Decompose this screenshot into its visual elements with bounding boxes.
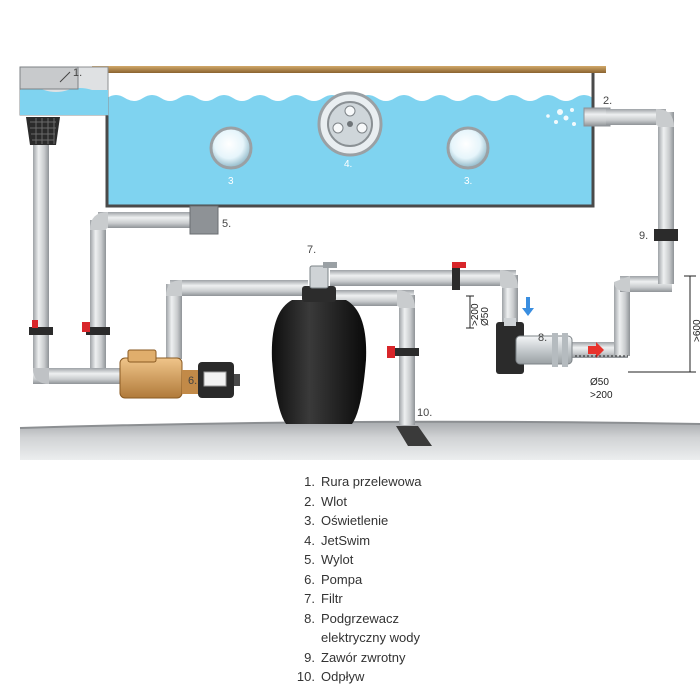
legend-item-text: Oświetlenie — [321, 513, 389, 528]
legend-item: 4. JetSwim — [296, 531, 461, 551]
pipe-elbow-outlet — [90, 212, 108, 230]
legend-item-text: Zawór zwrotny — [321, 649, 406, 665]
pump — [119, 349, 240, 399]
outlet-fitting — [189, 205, 219, 235]
pipe-elbow-heater — [500, 270, 518, 288]
flow-arrow-down — [522, 297, 534, 316]
dim-length-left: >200 — [470, 303, 481, 326]
ground-slab — [20, 421, 700, 460]
pipe-outlet-horizontal — [98, 212, 210, 228]
legend-item-number: 7. — [304, 591, 315, 606]
callout-2: 2. — [603, 95, 612, 107]
callout-1: 1. — [73, 67, 82, 79]
pipe-return-up — [614, 282, 630, 356]
pipe-elbow-left-bottom — [33, 368, 49, 384]
callout-9: 9. — [639, 230, 648, 242]
pipe-filter-to-heater — [330, 270, 516, 286]
dim-diameter-right: Ø50 — [590, 377, 609, 388]
pool-wall — [105, 73, 595, 208]
ground-edge — [19, 420, 700, 429]
legend-item-text: Filtr — [321, 591, 343, 606]
pipe-return-riser — [658, 112, 674, 284]
pool-light-right — [446, 126, 490, 170]
pipe-elbow-inlet — [656, 109, 674, 127]
valve-overflow-line — [29, 320, 53, 335]
dim-height: >600 — [692, 319, 700, 342]
jetswim-nozzle-right — [356, 122, 368, 134]
jetswim-nozzle-left — [332, 122, 344, 134]
legend-item: 5. Wylot — [296, 550, 461, 570]
legend-item-text: Wylot — [321, 552, 354, 567]
pipe-pump-up — [166, 284, 182, 359]
pool-circulation-diagram: 1. 2. 3 3. 4. 5. 6. 7. 8. 9. 10. Ø50 >20… — [19, 66, 700, 460]
callout-10: 10. — [417, 407, 432, 419]
legend-item-number: 1. — [304, 474, 315, 489]
legend-item: 3. Oświetlenie — [296, 511, 461, 531]
pipe-outlet-down — [90, 220, 106, 377]
legend-item: 6. Pompa — [296, 570, 461, 590]
legend-item-text: Wlot — [321, 493, 347, 509]
pipe-to-filter-top — [170, 280, 308, 296]
overflow-basket — [26, 117, 60, 145]
legend-item-number: 10. — [296, 669, 315, 684]
valve-filter-heater — [452, 262, 466, 290]
pipe-elbow-return — [614, 276, 630, 292]
valve-outlet-line — [82, 322, 110, 335]
legend-item-number: 9. — [304, 649, 315, 665]
sand-filter — [271, 262, 367, 424]
electric-heater — [496, 318, 573, 374]
legend-item-text: Podgrzewacz elektryczny wody — [321, 610, 420, 646]
pipe-drain-down — [399, 295, 415, 425]
callout-3-left: 3 — [228, 176, 234, 187]
valve-drain-line — [387, 346, 419, 358]
legend-item: 9. Zawór zwrotny — [296, 648, 461, 668]
pipe-bottom-collector — [33, 368, 143, 384]
jetswim-center — [347, 121, 353, 127]
pipe-overflow-down — [33, 145, 49, 377]
jetswim-nozzle-top — [344, 105, 356, 117]
callout-7: 7. — [307, 244, 316, 256]
legend-item-number: 6. — [304, 571, 315, 587]
legend-item: 2. Wlot — [296, 492, 461, 512]
callout-1-leader — [59, 71, 71, 83]
legend-item-number: 2. — [304, 493, 315, 509]
legend-item: 10. Odpływ — [296, 667, 461, 687]
overflow-lid — [19, 66, 79, 90]
flow-arrow-right — [588, 342, 604, 358]
overflow-water — [20, 88, 108, 115]
pool-deck — [92, 66, 606, 73]
dim-length-right: >200 — [590, 390, 613, 401]
component-legend: 1. Rura przelewowa 2. Wlot 3. Oświetlenie 4. Je… — [296, 472, 461, 687]
legend-item: 8. Podgrzewacz elektryczny wody — [296, 609, 461, 648]
pipe-inlet-horizontal — [606, 109, 666, 125]
callout-4: 4. — [344, 159, 352, 170]
legend-item-number: 4. — [304, 532, 315, 548]
legend-item-number: 8. — [304, 610, 315, 626]
legend-item-number: 3. — [304, 513, 315, 528]
pipe-elbow-pump-up — [166, 280, 182, 296]
dim-diameter-left: Ø50 — [480, 307, 491, 326]
pipe-filter-to-drain-h — [330, 290, 414, 306]
legend-item-number: 5. — [304, 552, 315, 567]
pipe-elbow-drain — [397, 290, 415, 308]
legend-item-text: Rura przelewowa — [321, 474, 422, 489]
legend-item-text: JetSwim — [321, 532, 371, 548]
callout-3-right: 3. — [464, 176, 472, 187]
pool-light-left — [209, 126, 253, 170]
inlet-splash — [546, 108, 576, 126]
callout-5: 5. — [222, 218, 231, 230]
legend-item: 1. Rura przelewowa — [296, 472, 461, 492]
check-valve — [654, 229, 678, 241]
overflow-basket-grid — [30, 118, 56, 144]
callout-8: 8. — [538, 332, 547, 344]
dimension-lines — [466, 275, 696, 373]
legend-item: 7. Filtr — [296, 589, 461, 609]
legend-item-text: Odpływ — [321, 669, 365, 684]
drain-outlet — [396, 426, 432, 446]
legend-item-text: Pompa — [321, 571, 363, 587]
callout-6: 6. — [188, 375, 197, 387]
